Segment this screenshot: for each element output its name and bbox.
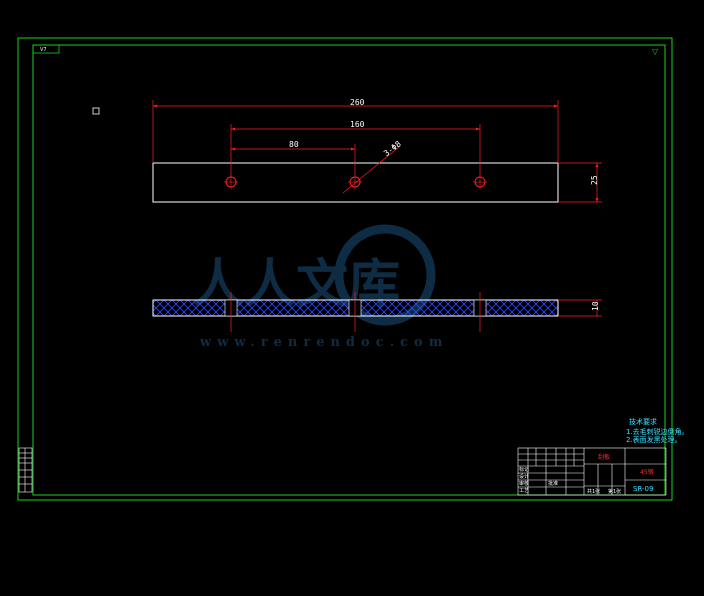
part-name: 刮板 [598, 453, 610, 461]
watermark: 人人文库 www.renrendoc.com [192, 224, 448, 350]
dim-hole-pitch [231, 144, 356, 177]
dim-hole-pitch-text: 80 [289, 140, 299, 149]
svg-text:设计: 设计 [519, 473, 529, 480]
dim-hole-span-text: 160 [350, 120, 365, 129]
tech-notes-line1: 1.去毛刺锐边倒角。 [626, 427, 689, 436]
dim-width-text: 25 [590, 175, 599, 185]
dim-width [558, 162, 602, 203]
watermark-url: www.renrendoc.com [199, 335, 448, 350]
revision-strip [18, 447, 33, 493]
dim-thickness [558, 299, 602, 317]
inner-frame [32, 44, 666, 496]
zone-label-box [32, 44, 60, 54]
origin-marker [92, 107, 100, 115]
tech-notes-title: 技术要求 [629, 417, 657, 426]
plate-top-view [152, 162, 559, 203]
svg-text:标记: 标记 [519, 466, 529, 473]
title-block-row-labels: 标记 设计 审核 工艺 批准 [519, 466, 558, 494]
dim-overall-length-text: 260 [350, 98, 365, 107]
tech-notes-line2: 2.表面发黑处理。 [626, 435, 682, 444]
drawing-number: SR-09 [633, 485, 653, 493]
dim-hole-span [230, 124, 481, 177]
material: 45钢 [640, 468, 654, 476]
outer-frame [17, 37, 673, 501]
roughness-mark: ▽ [652, 47, 659, 56]
hole-callout-text: 3-Φ8 [382, 139, 403, 158]
svg-text:审核: 审核 [519, 480, 529, 487]
svg-text:批准: 批准 [548, 480, 558, 487]
svg-text:工艺: 工艺 [519, 488, 529, 494]
hole-left [224, 175, 238, 189]
hole-center [348, 175, 362, 189]
sheet-info-index: 第1张 [608, 488, 621, 495]
dim-overall-length [152, 100, 559, 163]
sheet-info-count: 共1张 [587, 488, 600, 495]
zone-label: V7 [40, 47, 47, 53]
hole-callout-leader [342, 145, 401, 194]
hole-right [473, 175, 487, 189]
title-block [517, 447, 667, 496]
dim-thickness-text: 10 [591, 301, 600, 311]
plate-section-view [152, 292, 559, 332]
